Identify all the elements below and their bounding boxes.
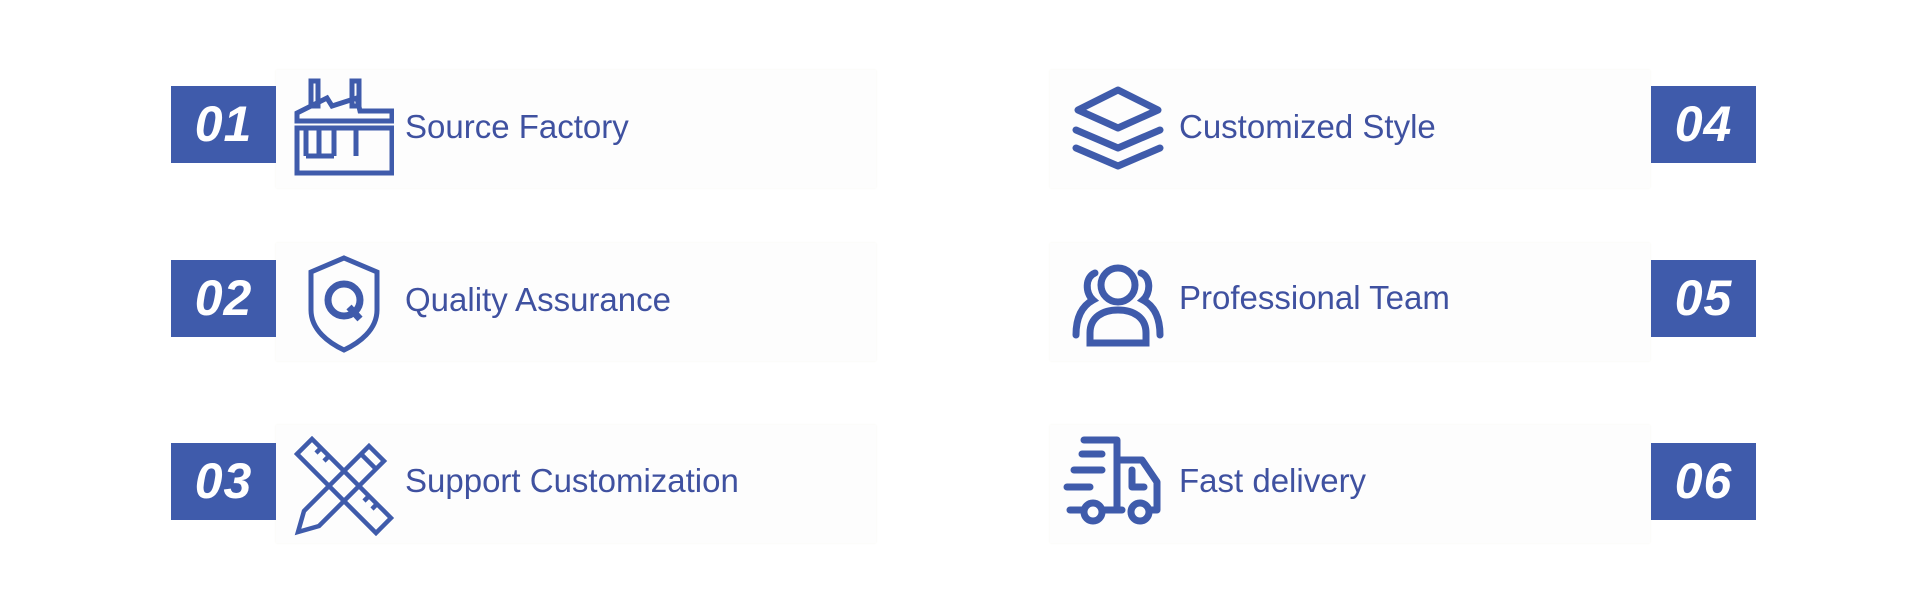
feature-label: Source Factory: [405, 108, 629, 145]
feature-number-badge: 02: [171, 260, 276, 337]
feature-label: Customized Style: [1179, 108, 1436, 145]
layers-icon: [1068, 80, 1168, 180]
feature-panel: [276, 425, 876, 543]
feature-panel: [1050, 425, 1650, 543]
feature-number-badge: 01: [171, 86, 276, 163]
feature-panel: [1050, 70, 1650, 188]
feature-label: Professional Team: [1179, 279, 1450, 316]
feature-number-badge: 03: [171, 443, 276, 520]
factory-icon: [294, 78, 395, 178]
feature-number-badge: 04: [1651, 86, 1756, 163]
feature-label: Quality Assurance: [405, 281, 671, 318]
feature-label: Support Customization: [405, 462, 739, 499]
feature-number-badge: 06: [1651, 443, 1756, 520]
team-icon: [1068, 255, 1168, 355]
ruler-pencil-icon: [293, 435, 395, 537]
feature-label: Fast delivery: [1179, 462, 1367, 499]
quality-shield-icon: [294, 255, 394, 355]
delivery-truck-icon: [1062, 432, 1162, 532]
feature-number-badge: 05: [1651, 260, 1756, 337]
